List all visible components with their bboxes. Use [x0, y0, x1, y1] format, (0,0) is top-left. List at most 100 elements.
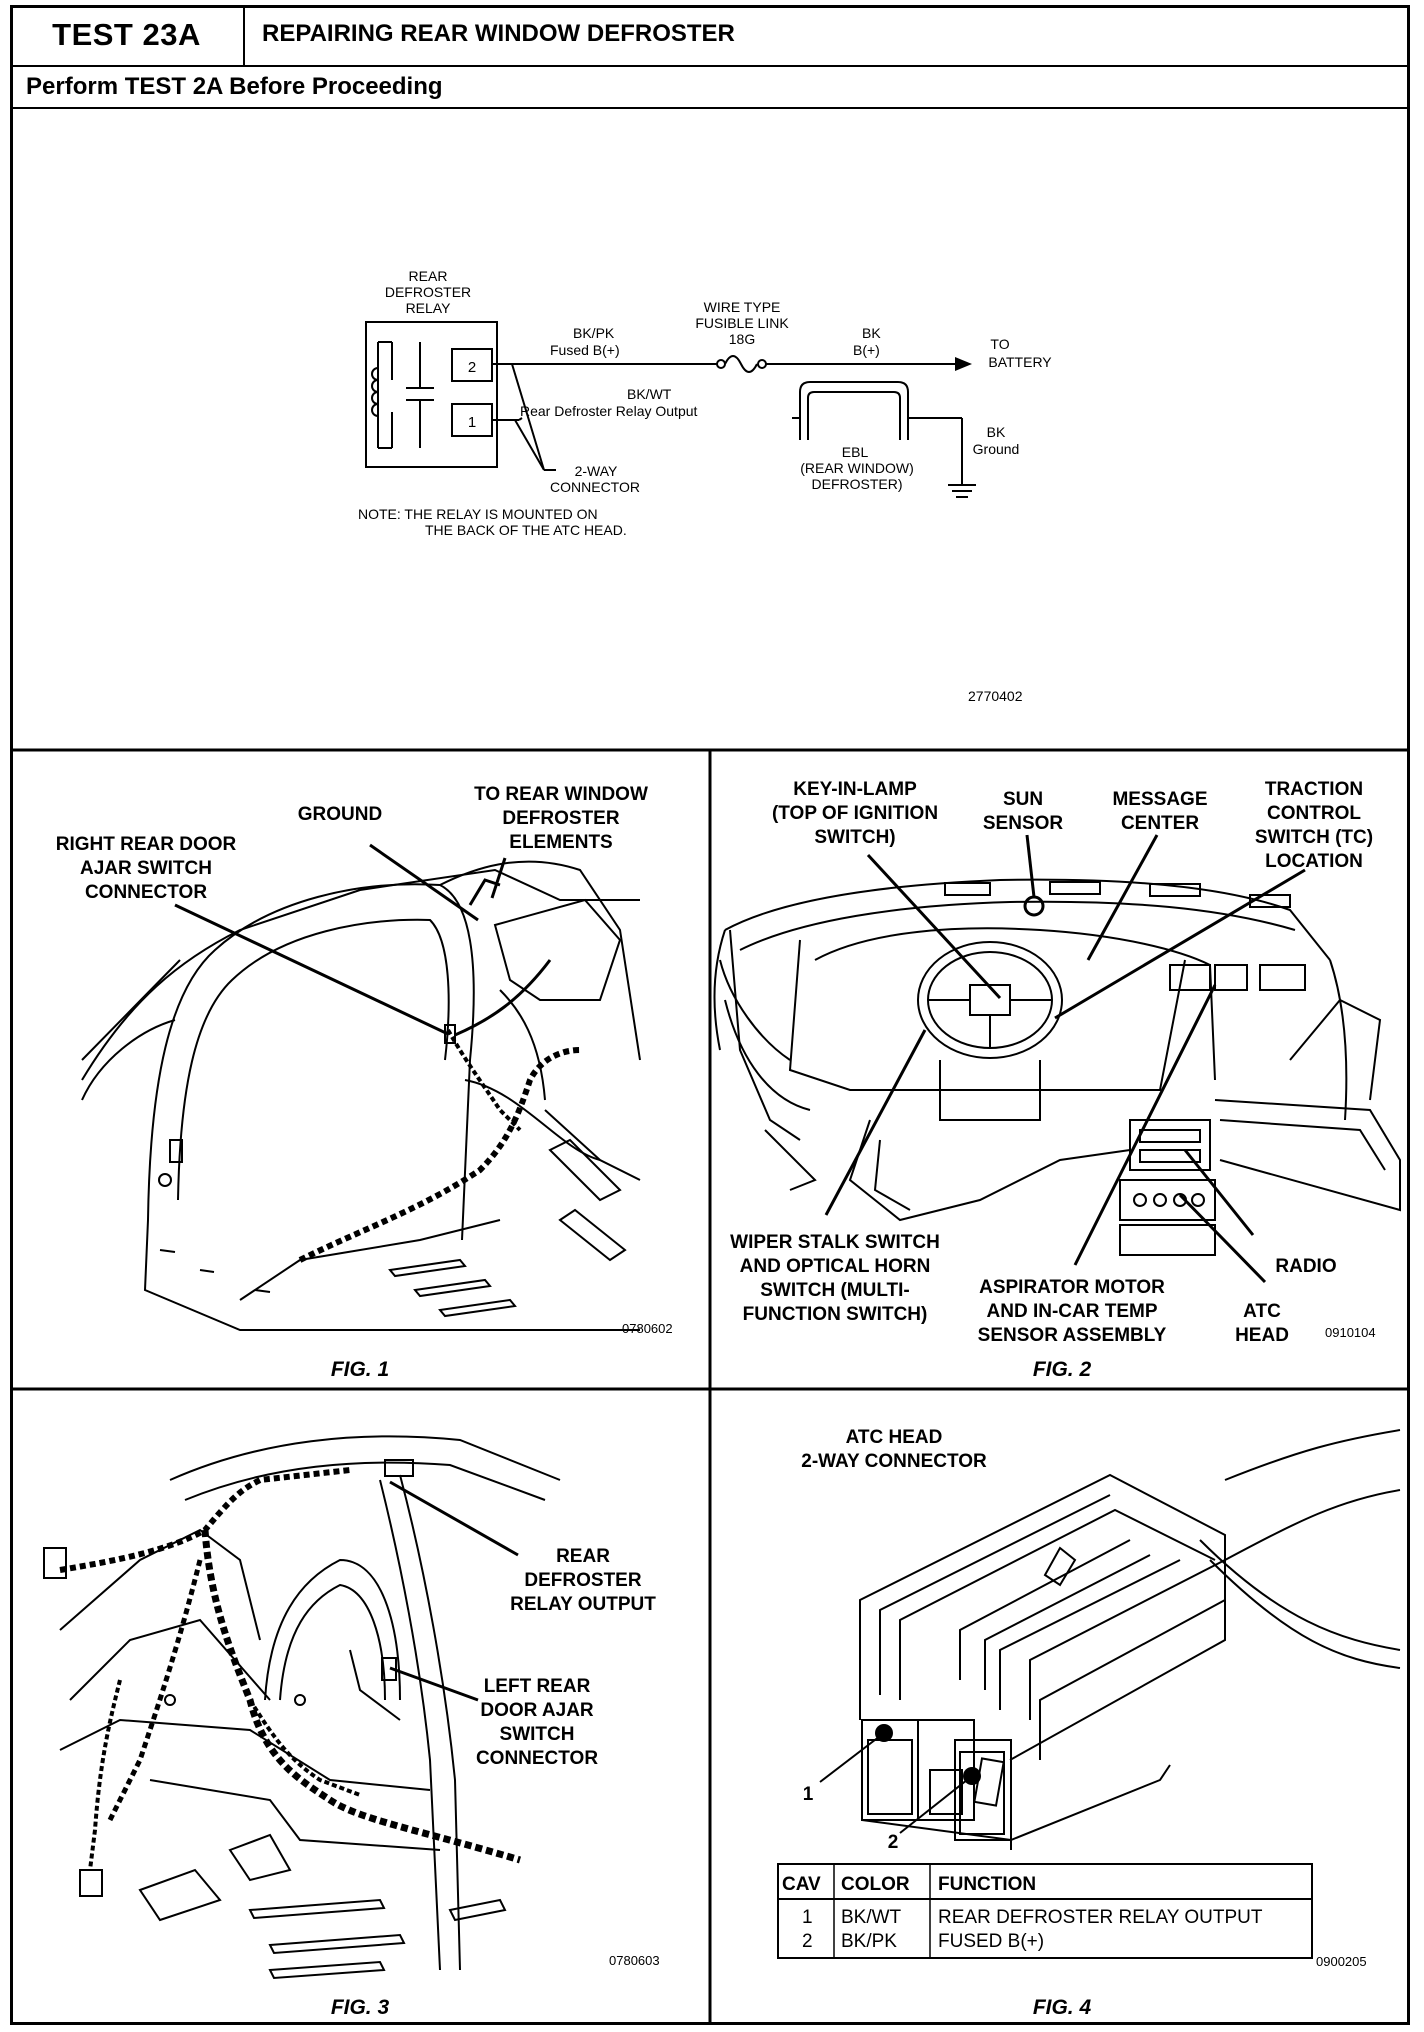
- wire-bk-pk: [492, 355, 955, 373]
- relay-label-1: REAR: [409, 268, 448, 284]
- test-title: REPAIRING REAR WINDOW DEFROSTER: [262, 20, 735, 47]
- battery-arrow: [955, 357, 972, 371]
- fig2-tc-4: LOCATION: [1265, 851, 1363, 872]
- fig2-wiper-1: WIPER STALK SWITCH: [730, 1232, 940, 1253]
- battery-1: TO: [990, 336, 1009, 352]
- table-row1-color: BK/WT: [841, 1907, 902, 1928]
- table-header-color: COLOR: [841, 1874, 910, 1895]
- fig2-labels: KEY-IN-LAMP (TOP OF IGNITION SWITCH) SUN…: [730, 779, 1375, 1381]
- fig2-wiper-2: AND OPTICAL HORN: [740, 1256, 931, 1277]
- fig4-illustration: [859, 1429, 1401, 1850]
- fig1-rear-window-1: TO REAR WINDOW: [474, 784, 648, 805]
- fig2-wiper-3: SWITCH (MULTI-: [760, 1280, 910, 1301]
- wire1-desc: Fused B(+): [550, 342, 620, 358]
- fig2-tc-3: SWITCH (TC): [1255, 827, 1373, 848]
- fig1-illustration: [81, 860, 641, 1331]
- fig3-illustration: [43, 1435, 561, 1980]
- fig3-drawing-no: 0780603: [609, 1953, 660, 1968]
- fig1-drawing-no: 0780602: [622, 1321, 673, 1336]
- fig4-callout-2: 2: [888, 1832, 899, 1853]
- fig1-caption: FIG. 1: [331, 1358, 389, 1381]
- fig2-illustration: [713, 878, 1401, 1256]
- fig3-left-door-3: SWITCH: [500, 1724, 575, 1745]
- fig1-door-ajar-2: AJAR SWITCH: [80, 858, 212, 879]
- fig4-callout-1: 1: [803, 1784, 814, 1805]
- fig1-ground: GROUND: [298, 804, 382, 825]
- ebl-1: EBL: [842, 444, 869, 460]
- fig2-sun-1: SUN: [1003, 789, 1043, 810]
- table-border: [777, 1863, 1313, 1959]
- ground-2: Ground: [973, 441, 1020, 457]
- wire3-color: BK/WT: [627, 386, 672, 402]
- fig1-rear-window-3: ELEMENTS: [509, 832, 612, 853]
- cavity-table: CAV COLOR FUNCTION 1 BK/WT REAR DEFROSTE…: [777, 1863, 1313, 1959]
- fig2-asp-2: AND IN-CAR TEMP: [987, 1301, 1158, 1322]
- prerequisite-row: Perform TEST 2A Before Proceeding: [10, 67, 1410, 109]
- fig3-labels: REAR DEFROSTER RELAY OUTPUT LEFT REAR DO…: [331, 1546, 660, 2019]
- fig3-leaders: [389, 1480, 519, 1702]
- fig2-tc-1: TRACTION: [1265, 779, 1363, 800]
- fig3-left-door-4: CONNECTOR: [476, 1748, 598, 1769]
- table-header-cav: CAV: [782, 1874, 821, 1895]
- battery-2: BATTERY: [988, 354, 1052, 370]
- fig2-key-lamp-3: SWITCH): [814, 827, 895, 848]
- wire-bk-wt: [492, 417, 963, 485]
- fig2-sun-sensor-marker: [1023, 895, 1045, 917]
- fig2-msg-1: MESSAGE: [1112, 789, 1207, 810]
- fig2-asp-3: SENSOR ASSEMBLY: [978, 1325, 1167, 1346]
- relay-box: [365, 321, 498, 468]
- fig3-relay-out-2: DEFROSTER: [524, 1570, 641, 1591]
- fig2-asp-1: ASPIRATOR MOTOR: [979, 1277, 1165, 1298]
- note-2: THE BACK OF THE ATC HEAD.: [425, 522, 627, 538]
- fig2-atc-1: ATC: [1243, 1301, 1281, 1322]
- fig4-leaders: [819, 1732, 973, 1834]
- table-row1-cav: 1: [802, 1907, 813, 1928]
- fig4-title-2: 2-WAY CONNECTOR: [801, 1451, 987, 1472]
- wire1-color: BK/PK: [573, 325, 615, 341]
- fig2-leaders: [824, 834, 1306, 1284]
- fig2-msg-2: CENTER: [1121, 813, 1199, 834]
- ground-symbol: [948, 484, 976, 498]
- connector-2: CONNECTOR: [550, 479, 640, 495]
- test-id: TEST 23A: [10, 5, 245, 65]
- table-row2-function: FUSED B(+): [938, 1931, 1044, 1952]
- table-header-function: FUNCTION: [938, 1874, 1036, 1895]
- fig1-door-ajar-3: CONNECTOR: [85, 882, 207, 903]
- fig4-drawing-no: 0900205: [1316, 1954, 1367, 1969]
- schematic-drawing-no: 2770402: [968, 688, 1023, 704]
- ground-1: BK: [987, 424, 1006, 440]
- wire3-desc: Rear Defroster Relay Output: [520, 403, 698, 419]
- ebl-element: [799, 381, 909, 440]
- wire2-color: BK: [862, 325, 881, 341]
- table-row2-color: BK/PK: [841, 1931, 897, 1952]
- wire2-desc: B(+): [853, 342, 880, 358]
- fusible-3: 18G: [729, 331, 755, 347]
- fusible-1: WIRE TYPE: [704, 299, 781, 315]
- relay-pin-2: 2: [468, 359, 476, 376]
- fig4-title-1: ATC HEAD: [846, 1427, 943, 1448]
- fig2-atc-2: HEAD: [1235, 1325, 1289, 1346]
- relay-label-2: DEFROSTER: [385, 284, 471, 300]
- note-1: NOTE: THE RELAY IS MOUNTED ON: [358, 506, 598, 522]
- connector-leader: [511, 363, 556, 471]
- fig1-leaders: [174, 843, 507, 1036]
- ebl-2: (REAR WINDOW): [800, 460, 914, 476]
- fig3-relay-out-3: RELAY OUTPUT: [510, 1594, 656, 1615]
- relay-label-3: RELAY: [406, 300, 452, 316]
- header-row: TEST 23A REPAIRING REAR WINDOW DEFROSTER: [10, 5, 1410, 67]
- fig2-drawing-no: 0910104: [1325, 1325, 1376, 1340]
- fig3-left-door-2: DOOR AJAR: [480, 1700, 594, 1721]
- fig2-tc-2: CONTROL: [1267, 803, 1361, 824]
- fig4-caption: FIG. 4: [1033, 1996, 1092, 2019]
- ebl-3: DEFROSTER): [812, 476, 903, 492]
- fig2-radio: RADIO: [1275, 1256, 1336, 1277]
- fig3-left-door-1: LEFT REAR: [484, 1676, 591, 1697]
- fig3-caption: FIG. 3: [331, 1996, 390, 2019]
- relay-pin-1: 1: [468, 414, 476, 431]
- table-row1-function: REAR DEFROSTER RELAY OUTPUT: [938, 1907, 1263, 1928]
- fig1-rear-window-2: DEFROSTER: [502, 808, 619, 829]
- wiring-schematic: 2 1 REAR DEFROSTER RELAY BK/PK Fused B(+…: [358, 268, 1052, 704]
- fig2-key-lamp-2: (TOP OF IGNITION: [772, 803, 938, 824]
- fig1-labels: GROUND TO REAR WINDOW DEFROSTER ELEMENTS…: [56, 784, 673, 1381]
